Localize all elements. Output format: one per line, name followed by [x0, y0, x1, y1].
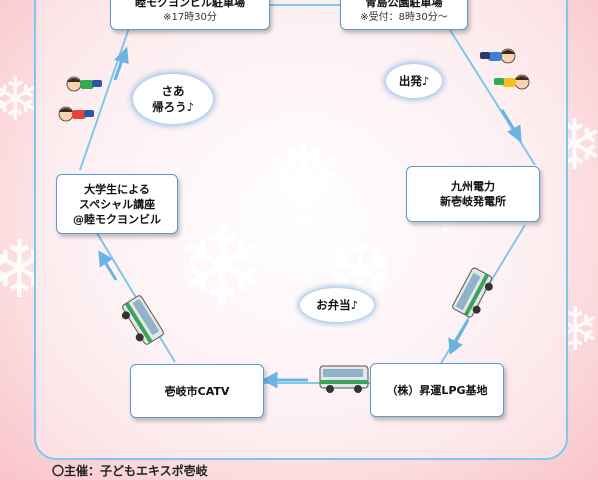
stop-line-2: スペシャル講座 — [78, 197, 156, 211]
bubble-line-2: 帰ろう♪ — [152, 100, 194, 114]
bubble-text: 出発♪ — [398, 74, 430, 88]
bus-illustration-bottom — [319, 365, 369, 393]
stop-line-1: 九州電力 — [451, 180, 495, 193]
bus-illustration-right — [452, 267, 493, 318]
stop-title: 睦モクヨンビル駐車場 — [135, 0, 245, 9]
stop-line-2: 新壱岐発電所 — [440, 195, 506, 208]
stop-iki-catv: 壱岐市CATV — [130, 364, 264, 418]
stop-kyushu-electric: 九州電力 新壱岐発電所 — [406, 166, 540, 222]
stop-title: （株）昇運LPG基地 — [386, 383, 488, 397]
child-illustration-4 — [494, 74, 530, 90]
stop-note: ※受付：8時30分～ — [360, 12, 448, 23]
stop-university-lecture: 大学生による スペシャル講座 @睦モクヨンビル — [56, 174, 178, 234]
snowflake-decoration-6: ❅ — [266, 124, 342, 229]
organizer-footer: 〇主催：子どもエキスポ壱岐 — [52, 464, 208, 478]
stop-title: 青島公園駐車場 — [365, 0, 443, 9]
stop-shoun-lpg: （株）昇運LPG基地 — [370, 363, 504, 417]
bus-illustration-left — [121, 295, 164, 345]
speech-bubble-go-home: さあ 帰ろう♪ — [133, 74, 213, 124]
stop-title: 壱岐市CATV — [164, 384, 230, 398]
child-illustration-3 — [480, 48, 516, 64]
bubble-line-1: さあ — [161, 84, 185, 98]
stop-mutsumi-parking: 睦モクヨンビル駐車場 ※17時30分 — [110, 0, 270, 30]
child-illustration-1 — [66, 76, 102, 92]
stop-line-1: 大学生による — [84, 182, 150, 196]
snowflake-decoration-5: ❄ — [176, 203, 269, 331]
snowflake-decoration-1: ❄ — [0, 65, 41, 135]
stop-line-3: @睦モクヨンビル — [73, 212, 161, 226]
stop-note: ※17時30分 — [163, 12, 217, 23]
child-illustration-2 — [58, 106, 94, 122]
speech-bubble-departure: 出発♪ — [386, 64, 442, 98]
speech-bubble-lunch: お弁当♪ — [300, 288, 374, 322]
stop-aoshima-parking: 青島公園駐車場 ※受付：8時30分～ — [340, 0, 468, 30]
bubble-text: お弁当♪ — [316, 298, 358, 312]
